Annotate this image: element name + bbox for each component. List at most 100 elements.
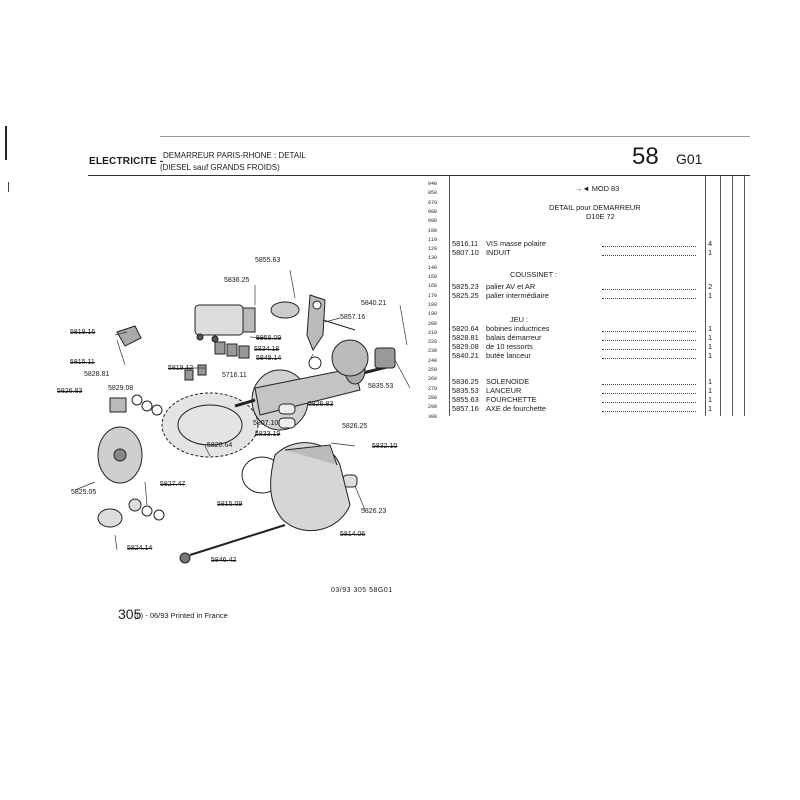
line-number: 150 bbox=[428, 274, 438, 280]
brush-cap-part bbox=[116, 325, 142, 347]
diagram-callout: 5826.83 bbox=[57, 388, 83, 395]
line-number: 120 bbox=[428, 246, 438, 253]
part-description: LANCEUR bbox=[486, 386, 522, 395]
solenoid-part bbox=[194, 304, 256, 343]
field-coil-part bbox=[161, 392, 259, 458]
dot-leader bbox=[602, 289, 696, 290]
diagram-callout: 5825.05 bbox=[71, 489, 97, 496]
line-number: 080 bbox=[428, 208, 438, 215]
diagram-callout: 5819.12 bbox=[168, 365, 194, 372]
part-code: 5835.53 bbox=[452, 386, 479, 395]
armature-part bbox=[234, 363, 396, 431]
part-description: palier intermédiaire bbox=[486, 291, 549, 300]
diagram-callout: 5834.18 bbox=[254, 346, 280, 353]
parts-subtitle: D10E 72 bbox=[586, 212, 615, 221]
part-description: bobines inductrices bbox=[486, 324, 550, 333]
section-title: ELECTRICITE - bbox=[89, 156, 164, 167]
dot-leader bbox=[602, 384, 696, 385]
diagram-callout: 5829.08 bbox=[108, 385, 134, 392]
line-number: 180 bbox=[428, 301, 438, 308]
line-number: 290 bbox=[428, 404, 438, 411]
parts-row: 5857.16 AXE de fourchette bbox=[452, 404, 710, 413]
diagram-callout: 5819.16 bbox=[70, 329, 96, 336]
model-note: →◄ MOD 83 bbox=[575, 184, 620, 193]
dot-leader bbox=[602, 255, 696, 256]
part-quantity: 1 bbox=[708, 291, 713, 300]
diagram-callout: 5849.14 bbox=[256, 355, 282, 362]
dot-leader bbox=[602, 393, 696, 394]
group-heading-coussinet: COUSSINET : bbox=[510, 270, 558, 279]
bushing-parts bbox=[278, 356, 358, 488]
line-number: 130 bbox=[428, 255, 438, 262]
line-number: 280 bbox=[428, 394, 438, 401]
part-code: 5825.23 bbox=[452, 282, 479, 291]
line-number: 040 bbox=[428, 181, 438, 187]
diagram-callout: 5833.19 bbox=[255, 431, 281, 438]
diagram-callout: 5716.11 bbox=[222, 372, 247, 379]
group-heading-jeu: JEU : bbox=[510, 315, 529, 324]
dot-leader bbox=[602, 340, 696, 341]
dot-leader bbox=[602, 349, 696, 350]
diagram-callout: 5827.47 bbox=[160, 481, 186, 488]
washer-stack bbox=[128, 394, 165, 521]
drive-part bbox=[331, 339, 396, 385]
dot-leader bbox=[602, 411, 696, 412]
part-description: SOLENOIDE bbox=[486, 377, 530, 386]
column-divider bbox=[744, 176, 745, 416]
nose-housing-part bbox=[241, 442, 351, 532]
part-description: FOURCHETTE bbox=[486, 395, 537, 404]
part-code: 5857.16 bbox=[452, 404, 479, 413]
part-description: AXE de fourchette bbox=[486, 404, 546, 413]
part-quantity: 1 bbox=[708, 351, 713, 360]
line-number: 110 bbox=[428, 236, 438, 243]
diagram-callout: 5815.11 bbox=[70, 359, 95, 366]
tie-rod-part bbox=[179, 524, 286, 564]
line-number: 200 bbox=[428, 320, 438, 327]
part-description: de 10 ressorts bbox=[486, 342, 533, 351]
line-number: 190 bbox=[428, 311, 438, 318]
part-code: 5855.63 bbox=[452, 395, 479, 404]
starter-exploded-diagram bbox=[74, 269, 411, 564]
column-divider bbox=[732, 176, 733, 416]
column-divider bbox=[449, 176, 450, 416]
leader-lines bbox=[74, 269, 411, 551]
diagram-callout: 5855.63 bbox=[255, 257, 281, 264]
line-number: 230 bbox=[428, 348, 438, 355]
part-quantity: 1 bbox=[708, 248, 713, 257]
diagram-callout: 5846.42 bbox=[211, 557, 237, 564]
header-rule-top bbox=[160, 136, 750, 137]
diagram-callout: 5814.06 bbox=[340, 531, 366, 538]
line-number: 160 bbox=[428, 283, 438, 290]
line-number: 220 bbox=[428, 339, 438, 346]
part-quantity: 1 bbox=[708, 342, 713, 351]
footer-page-number: 305 bbox=[118, 606, 142, 622]
margin-mark bbox=[5, 126, 7, 160]
dot-leader bbox=[602, 246, 696, 247]
print-note: (0) - 06/93 Printed in France bbox=[134, 611, 228, 620]
parts-row: 5835.53 LANCEUR bbox=[452, 386, 710, 395]
column-divider bbox=[705, 176, 706, 416]
part-quantity: 1 bbox=[708, 377, 713, 386]
diagram-callout: 5836.25 bbox=[224, 277, 250, 284]
part-quantity: 1 bbox=[708, 395, 713, 404]
diagram-callout: 5835.53 bbox=[368, 383, 394, 390]
part-description: butée lanceur bbox=[486, 351, 531, 360]
line-number: 090 bbox=[428, 218, 438, 225]
fork-part bbox=[270, 294, 356, 352]
part-quantity: 2 bbox=[708, 282, 713, 291]
part-quantity: 1 bbox=[708, 404, 713, 413]
header-rule bbox=[88, 175, 750, 176]
diagram-callout: 5807.10 bbox=[253, 420, 279, 427]
line-number: 140 bbox=[428, 264, 438, 271]
part-code: 5828.81 bbox=[452, 333, 479, 342]
diagram-callout: 5815.09 bbox=[217, 501, 243, 508]
page-title: DEMARREUR PARIS-RHONE : DETAIL bbox=[163, 151, 306, 160]
part-quantity: 1 bbox=[708, 333, 713, 342]
part-description: VIS masse polaire bbox=[486, 239, 546, 248]
